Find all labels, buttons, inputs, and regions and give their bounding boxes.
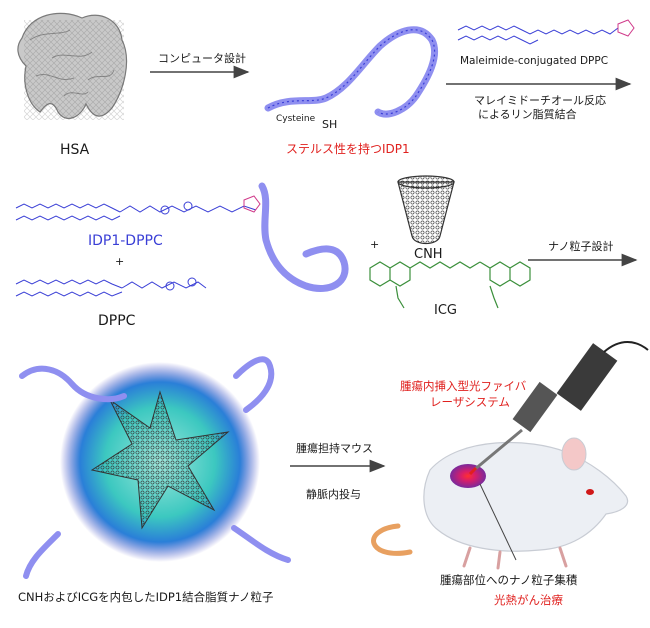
- idp1-dppc-label: IDP1-DPPC: [88, 233, 163, 249]
- maleimide-thiol-reaction-label: マレイミドーチオール反応: [474, 94, 606, 107]
- idp1-dppc-chain: [258, 182, 349, 292]
- nanoparticle-caption: CNHおよびICGを内包したIDP1結合脂質ナノ粒子: [18, 590, 274, 604]
- laser-fiber-probe: [468, 341, 649, 476]
- mouse-illustration: [371, 437, 629, 570]
- dppc-label: DPPC: [98, 313, 136, 329]
- stealth-idp1-label: ステルス性を持つIDP1: [286, 142, 410, 156]
- tumor-accumulation-label: 腫瘍部位へのナノ粒子集積: [440, 573, 578, 587]
- sh-label: SH: [322, 118, 338, 131]
- intravenous-label: 静脈内投与: [306, 488, 361, 501]
- hsa-label: HSA: [60, 142, 90, 158]
- idp1-dppc-structure: [15, 195, 261, 221]
- tumor-bearing-mouse-label: 腫瘍担持マウス: [296, 442, 373, 455]
- computer-design-label: コンピュータ設計: [158, 52, 246, 65]
- cnh-label: CNH: [414, 247, 443, 262]
- fiber-laser-label-1: 腫瘍内挿入型光ファイバ: [400, 379, 527, 393]
- fiber-laser-label-2: レーザシステム: [430, 395, 510, 409]
- hsa-protein-structure: [17, 12, 128, 120]
- tumor-pointer-line: [479, 483, 517, 561]
- phospholipid-binding-label: によるリン脂質結合: [478, 108, 577, 121]
- maleimide-dppc-label: Maleimide-conjugated DPPC: [460, 55, 609, 67]
- maleimide-dppc-structure: [457, 19, 635, 45]
- dppc-structure: [15, 277, 207, 297]
- cnh-structure: [397, 175, 455, 245]
- nanoparticle-design-label: ナノ粒子設計: [548, 240, 614, 253]
- icg-structure: [369, 261, 531, 309]
- plus-sign-right: +: [370, 238, 380, 251]
- idp1-chain-structure: [264, 26, 439, 118]
- nanoparticle-illustration: [19, 356, 291, 579]
- icg-label: ICG: [434, 303, 457, 318]
- plus-sign-left: +: [115, 255, 125, 268]
- photothermal-therapy-label: 光熱がん治療: [494, 593, 563, 607]
- cysteine-label: Cysteine: [276, 114, 316, 124]
